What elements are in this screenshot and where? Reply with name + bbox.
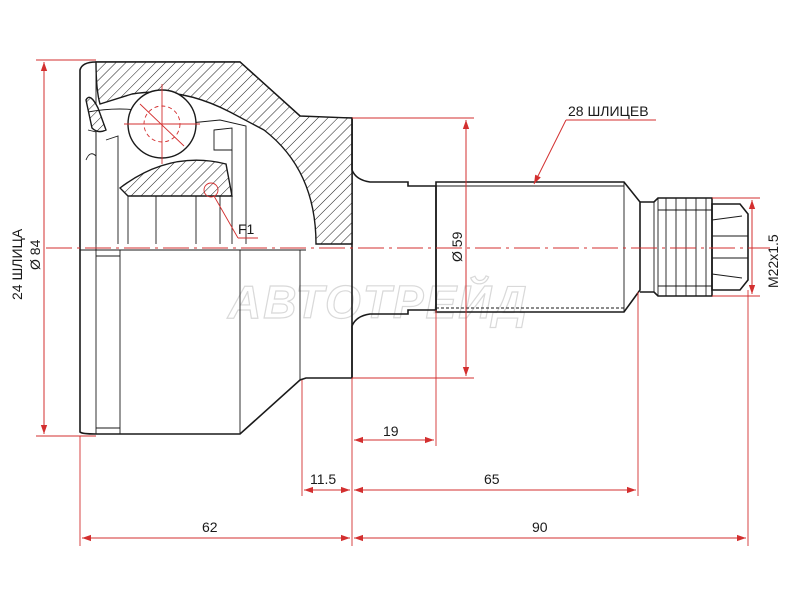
dim-diameter-59: Ø 59 <box>352 117 474 379</box>
dim-thread: M22x1.5 <box>712 197 781 297</box>
dim-62-label: 62 <box>202 519 218 535</box>
dim-19: 19 <box>351 310 437 446</box>
diameter-outer-label: Ø 84 <box>27 239 43 270</box>
dim-splines-28: 28 ШЛИЦЕВ <box>533 103 656 185</box>
fastener-marker: F1 <box>203 182 258 239</box>
dim-diameter-84: 24 ШЛИЦА Ø 84 <box>9 59 96 437</box>
dim-11-5: 11.5 <box>301 380 353 546</box>
dim-65: 65 <box>354 292 639 496</box>
diameter-shaft-label: Ø 59 <box>449 231 465 262</box>
dim-11-5-label: 11.5 <box>310 471 336 487</box>
ball-crosshair <box>124 84 200 164</box>
dim-19-label: 19 <box>383 423 399 439</box>
housing-section-hatch <box>85 61 353 245</box>
thread-label: M22x1.5 <box>765 234 781 288</box>
dim-62: 62 <box>79 436 350 546</box>
fastener-label: F1 <box>238 221 255 237</box>
dim-65-label: 65 <box>484 471 500 487</box>
splines-shaft-label: 28 ШЛИЦЕВ <box>568 103 649 119</box>
dim-90: 90 <box>354 290 749 546</box>
watermark-text: АВТОТРЕЙД <box>227 276 529 328</box>
inner-race <box>85 108 247 244</box>
dim-90-label: 90 <box>532 519 548 535</box>
splines-inner-label: 24 ШЛИЦА <box>9 228 25 300</box>
